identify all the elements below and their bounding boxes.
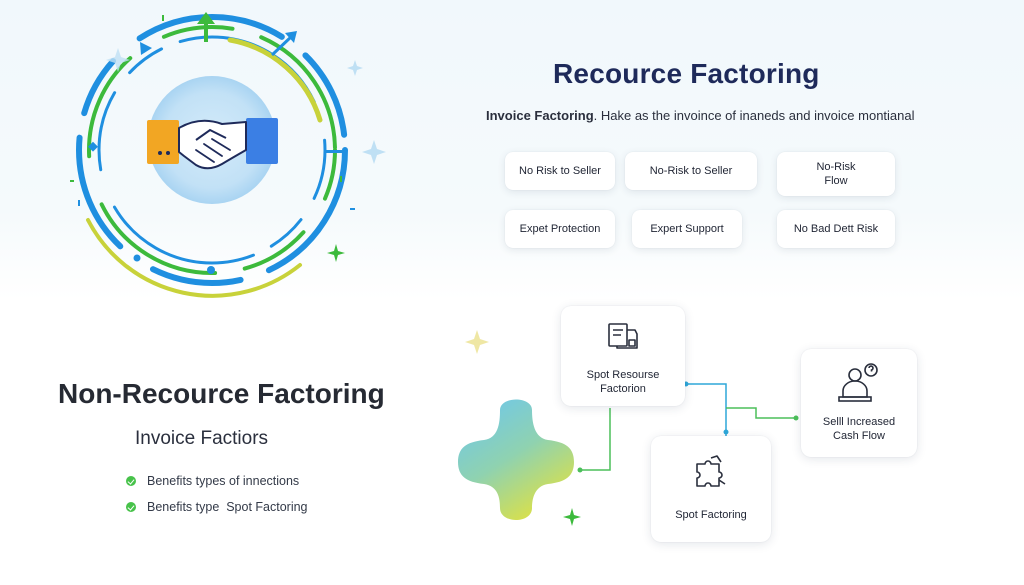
node-label: Selll Increased Cash Flow bbox=[822, 416, 896, 442]
feature-card-no-bad-debt[interactable]: No Bad Dett Risk bbox=[777, 210, 895, 248]
subtitle-rest: . Hake as the invoince of inaneds and in… bbox=[593, 108, 915, 123]
ring-node-dot bbox=[133, 254, 141, 262]
feature-card-no-risk-seller-2[interactable]: No-Risk to Seller bbox=[625, 152, 757, 190]
feature-card-expet-protection[interactable]: Expet Protection bbox=[505, 210, 615, 248]
ring-node-diamond bbox=[88, 141, 98, 152]
node-label: Spot Resourse Factorion bbox=[586, 369, 660, 395]
confetti-dots bbox=[70, 15, 355, 210]
arrow-left-icon bbox=[140, 42, 152, 55]
page-title-non-recourse: Non-Recource Factoring bbox=[58, 378, 385, 409]
check-circle-icon bbox=[126, 476, 136, 486]
node-spot-factoring[interactable]: Spot Factoring bbox=[651, 436, 771, 542]
gradient-blob-shape bbox=[458, 399, 574, 520]
inner-ring-arc bbox=[97, 35, 327, 265]
document-stack-icon bbox=[608, 323, 638, 349]
page-title-recourse: Recource Factoring bbox=[553, 58, 820, 89]
sparkle-icon bbox=[106, 48, 386, 164]
person-chat-icon bbox=[838, 363, 878, 402]
sparkle-icon bbox=[327, 244, 581, 526]
non-recourse-subtitle: Invoice Factiors bbox=[135, 428, 269, 449]
node-sell-increased[interactable]: Selll Increased Cash Flow bbox=[801, 349, 917, 457]
recourse-subtitle: Invoice Factoring. Hake as the invoince … bbox=[486, 108, 915, 123]
handshake-emblem bbox=[76, 12, 348, 298]
ring-node-dot bbox=[207, 266, 215, 274]
feature-card-no-risk-seller[interactable]: No Risk to Seller bbox=[505, 152, 615, 190]
sparkle-icon bbox=[465, 330, 489, 354]
handshake-icon bbox=[147, 118, 278, 170]
bullet-item: Benefits type Spot Factoring bbox=[126, 500, 308, 514]
feature-card-no-risk-flow[interactable]: No-Risk Flow bbox=[777, 152, 895, 196]
arrow-diagonal-icon bbox=[270, 31, 297, 57]
bullet-label: Benefits types of innections bbox=[147, 474, 300, 488]
node-label: Spot Factoring bbox=[675, 509, 747, 521]
bullet-item: Benefits types of innections bbox=[126, 474, 299, 488]
yellow-ring-arc bbox=[86, 218, 302, 298]
bullet-label: Benefits type Spot Factoring bbox=[147, 500, 308, 514]
check-circle-icon bbox=[126, 502, 136, 512]
ring-node-dash bbox=[326, 150, 346, 153]
arrow-up-icon bbox=[197, 12, 215, 42]
feature-card-expert-support[interactable]: Expert Support bbox=[632, 210, 742, 248]
node-spot-resource[interactable]: Spot Resourse Factorion bbox=[561, 306, 685, 406]
subtitle-bold: Invoice Factoring bbox=[486, 108, 594, 123]
flow-connectors bbox=[577, 381, 799, 473]
puzzle-icon bbox=[696, 455, 726, 487]
yellow-top-arc bbox=[227, 37, 323, 123]
